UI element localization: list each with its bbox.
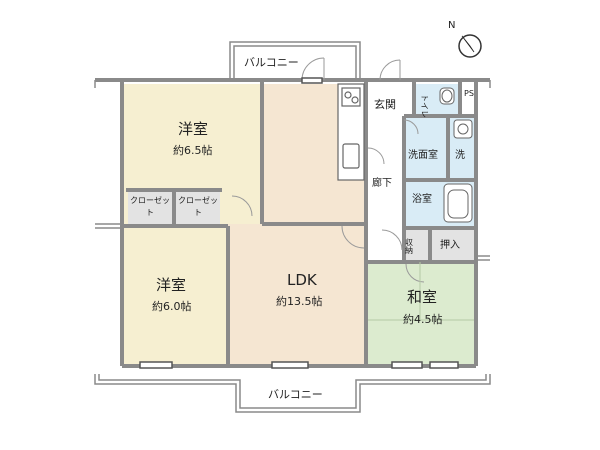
oshiire-label: 押入 — [440, 238, 460, 251]
closet-right: クローゼット — [178, 196, 218, 217]
ldk-fill — [228, 224, 366, 364]
balcony-top-label: バルコニー — [244, 56, 299, 69]
compass-icon: N — [448, 20, 482, 58]
ldk-size: 約13.5帖 — [276, 294, 323, 308]
closet-left-fill — [128, 190, 172, 226]
western-room-bottom-fill — [124, 228, 228, 364]
toilet-fixture — [439, 87, 455, 105]
western-top-size: 約6.5帖 — [173, 143, 213, 157]
storage-fill — [404, 228, 430, 260]
balcony-outlines — [94, 41, 491, 413]
kitchen-counter — [337, 83, 365, 181]
washroom-label: 洗面室 — [408, 148, 438, 161]
compass-label: N — [448, 20, 455, 31]
closet-right-label: クローゼット — [178, 196, 218, 217]
entrance-label: 玄関 — [374, 97, 396, 111]
ps-label: PS — [464, 89, 474, 98]
corridor-label: 廊下 — [372, 176, 392, 189]
closet-right-fill — [176, 190, 220, 226]
japanese-size: 約4.5帖 — [403, 312, 443, 326]
tatami-lines — [368, 262, 474, 321]
western-bottom-size: 約6.0帖 — [152, 299, 192, 313]
closet-left-label: クローゼット — [130, 196, 170, 217]
ldk-name: LDK — [287, 271, 318, 289]
door-swings — [231, 57, 425, 283]
windows — [139, 77, 459, 369]
closet-left: クローゼット — [130, 196, 170, 217]
japanese-name: 和室 — [407, 288, 437, 306]
western-top-name: 洋室 — [178, 120, 208, 138]
bathtub-fixture — [443, 183, 473, 223]
bathroom-label: 浴室 — [412, 192, 432, 205]
balcony-bottom-label: バルコニー — [268, 388, 323, 401]
washbasin-fixture — [453, 119, 473, 139]
oshiire-fill — [432, 228, 474, 260]
western-bottom-name: 洋室 — [156, 276, 186, 294]
japanese-room-fill — [368, 262, 474, 364]
storage-label: 収納 — [405, 237, 414, 255]
toilet-label: トイレ — [420, 94, 429, 118]
laundry-label: 洗 — [455, 149, 465, 161]
